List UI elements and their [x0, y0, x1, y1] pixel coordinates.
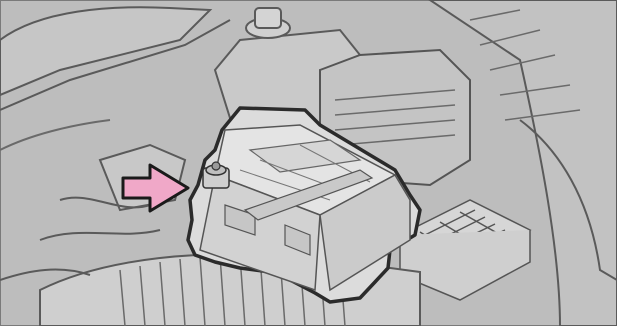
reservoir-cap-top — [255, 8, 281, 28]
